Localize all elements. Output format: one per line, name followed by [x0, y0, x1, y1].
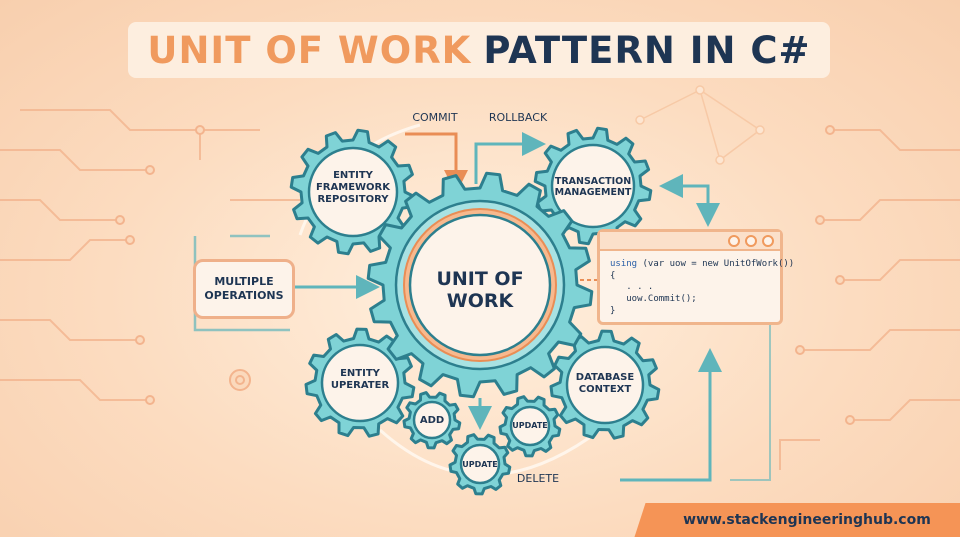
center-line-1: UNIT OF — [436, 268, 524, 290]
gear-entity-uperater-icon — [304, 327, 416, 438]
multiple-operations-box: MULTIPLE OPERATIONS — [193, 259, 295, 319]
update-bottom-label: UPDATE — [462, 460, 498, 469]
window-dot-icon — [745, 234, 757, 247]
gear-entity-framework-icon — [289, 128, 417, 256]
code-snippet: using (var uow = new UnitOfWork()) { . .… — [610, 259, 795, 316]
network-decoration — [635, 85, 765, 165]
right-loop-trace — [730, 325, 771, 481]
database-return-arrow — [620, 348, 722, 482]
circuit-nodes-left — [115, 125, 251, 405]
update-right-label: UPDATE — [512, 421, 548, 430]
footer-url[interactable]: www.stackengineeringhub.com — [683, 512, 931, 528]
unit-of-work-label: UNIT OF WORK — [420, 268, 540, 313]
add-label: ADD — [419, 415, 445, 426]
page-title: UNIT OF WORK PATTERN IN C# — [128, 22, 830, 78]
circuit-nodes-right — [795, 125, 855, 425]
gear-update-bottom-icon — [448, 433, 512, 496]
gear-update-right-icon — [498, 395, 562, 458]
entity-framework-repository-label: ENTITY FRAMEWORK REPOSITORY — [315, 170, 391, 205]
center-line-2: WORK — [446, 290, 514, 313]
rollback-arrow — [474, 132, 546, 184]
transaction-bidirectional-arrow — [671, 184, 720, 227]
circuit-traces-left — [0, 109, 300, 401]
database-context-label: DATABASE CONTEXT — [575, 372, 635, 395]
gears-layer — [289, 126, 661, 496]
commit-label: COMMIT — [412, 111, 458, 124]
code-window: using (var uow = new UnitOfWork()) { . .… — [597, 229, 795, 325]
commit-arrow — [405, 132, 468, 194]
rollback-label: ROLLBACK — [488, 111, 548, 124]
delete-label: DELETE — [516, 472, 560, 485]
gear-add-icon — [402, 391, 462, 450]
gear-database-context-icon — [549, 329, 661, 440]
transaction-management-label: TRANSACTION MANAGEMENT — [554, 176, 632, 199]
title-part-navy: PATTERN IN C# — [483, 28, 811, 72]
gear-unit-of-work-icon — [366, 171, 594, 399]
title-part-orange: UNIT OF WORK — [147, 28, 472, 72]
circuit-traces-right — [779, 129, 960, 470]
entity-uperater-label: ENTITY UPERATER — [330, 368, 390, 391]
code-window-titlebar — [600, 232, 780, 251]
window-dot-icon — [728, 234, 740, 247]
window-dot-icon — [762, 234, 774, 247]
